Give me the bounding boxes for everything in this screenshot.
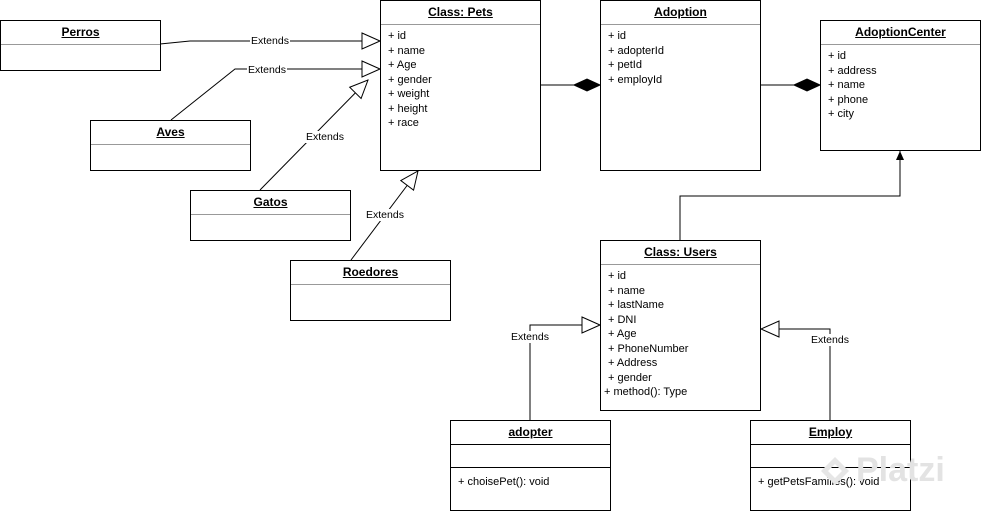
- attribute: + name: [828, 79, 865, 91]
- adopter-extends-label: Extends: [510, 331, 550, 343]
- method: + getPetsFamilies(): void: [758, 476, 880, 488]
- class-title: Class: Pets: [428, 5, 493, 19]
- roedores-extends-label: Extends: [365, 209, 405, 221]
- attribute: + Age: [608, 328, 637, 340]
- class-title: Employ: [808, 425, 853, 439]
- attribute: + gender: [608, 371, 652, 384]
- class-title: Adoption: [654, 5, 707, 19]
- attribute: + phone: [828, 93, 869, 106]
- watermark-text: Platzi: [856, 451, 945, 489]
- users-center-association: [679, 151, 904, 240]
- employ-extends-line: [761, 329, 831, 420]
- class-gatos[interactable]: Gatos: [190, 190, 351, 241]
- class-adoption[interactable]: Adoption + id + adopterId + petId + empl…: [600, 0, 761, 171]
- class-pets[interactable]: Class: Pets + id + name + Age + gender +…: [380, 0, 541, 171]
- attribute: + height: [388, 102, 428, 115]
- attribute-list: + id + name + Age + gender + weight + he…: [381, 25, 540, 131]
- class-title: Perros: [61, 25, 100, 39]
- attribute: + DNI: [608, 313, 637, 326]
- separator: [451, 444, 610, 445]
- class-roedores[interactable]: Roedores: [290, 260, 451, 321]
- class-adoption-center[interactable]: AdoptionCenter + id + address + name + p…: [820, 20, 981, 151]
- attribute-section: [451, 445, 610, 467]
- separator: [1, 44, 160, 45]
- employ-extends-label: Extends: [810, 334, 850, 346]
- class-adopter[interactable]: adopter + choisePet(): void: [450, 420, 611, 511]
- adopter-extends-line: [529, 325, 600, 420]
- attribute: + employId: [608, 73, 663, 86]
- method: + method(): Type: [604, 386, 688, 398]
- class-title: Aves: [156, 125, 185, 139]
- attribute: + gender: [388, 73, 432, 86]
- attribute-list: + id + adopterId + petId + employId: [601, 25, 760, 87]
- class-title: Gatos: [253, 195, 288, 209]
- method: + choisePet(): void: [458, 476, 550, 488]
- class-title: Class: Users: [644, 245, 717, 259]
- attribute: + Address: [608, 357, 658, 369]
- attribute: + id: [388, 30, 407, 42]
- class-title: Roedores: [342, 265, 399, 279]
- separator: [291, 284, 450, 285]
- aves-extends-line: [170, 69, 380, 121]
- separator: [451, 467, 610, 468]
- attribute-list: + id + name + lastName + DNI + Age + Pho…: [601, 265, 760, 400]
- aves-extends-label: Extends: [247, 64, 287, 76]
- attribute: + race: [388, 117, 419, 129]
- attribute: + name: [388, 44, 425, 57]
- attribute: + id: [608, 270, 627, 282]
- gatos-extends-label: Extends: [305, 131, 345, 143]
- separator: [91, 144, 250, 145]
- class-perros[interactable]: Perros: [0, 20, 161, 71]
- attribute: + petId: [608, 59, 642, 71]
- class-title: AdoptionCenter: [855, 25, 946, 39]
- attribute: + address: [828, 64, 877, 77]
- attribute: + city: [828, 108, 854, 120]
- attribute: + name: [608, 284, 645, 297]
- attribute: + Age: [388, 59, 417, 71]
- separator: [601, 264, 760, 265]
- class-users[interactable]: Class: Users + id + name + lastName + DN…: [600, 240, 761, 411]
- class-aves[interactable]: Aves: [90, 120, 251, 171]
- separator: [191, 214, 350, 215]
- class-title: adopter: [508, 425, 553, 439]
- attribute: + id: [828, 50, 847, 62]
- attribute: + id: [608, 30, 627, 42]
- attribute-list: + id + address + name + phone + city: [821, 45, 980, 122]
- separator: [381, 24, 540, 25]
- perros-extends-line: [159, 41, 380, 44]
- separator: [601, 24, 760, 25]
- attribute: + PhoneNumber: [608, 342, 689, 355]
- attribute: + weight: [388, 88, 430, 100]
- platzi-logo-icon: [821, 456, 849, 485]
- attribute: + adopterId: [608, 44, 664, 57]
- separator: [821, 44, 980, 45]
- separator: [751, 444, 910, 445]
- perros-extends-label: Extends: [250, 35, 290, 47]
- attribute: + lastName: [608, 299, 664, 311]
- platzi-watermark: Platzi: [818, 451, 945, 490]
